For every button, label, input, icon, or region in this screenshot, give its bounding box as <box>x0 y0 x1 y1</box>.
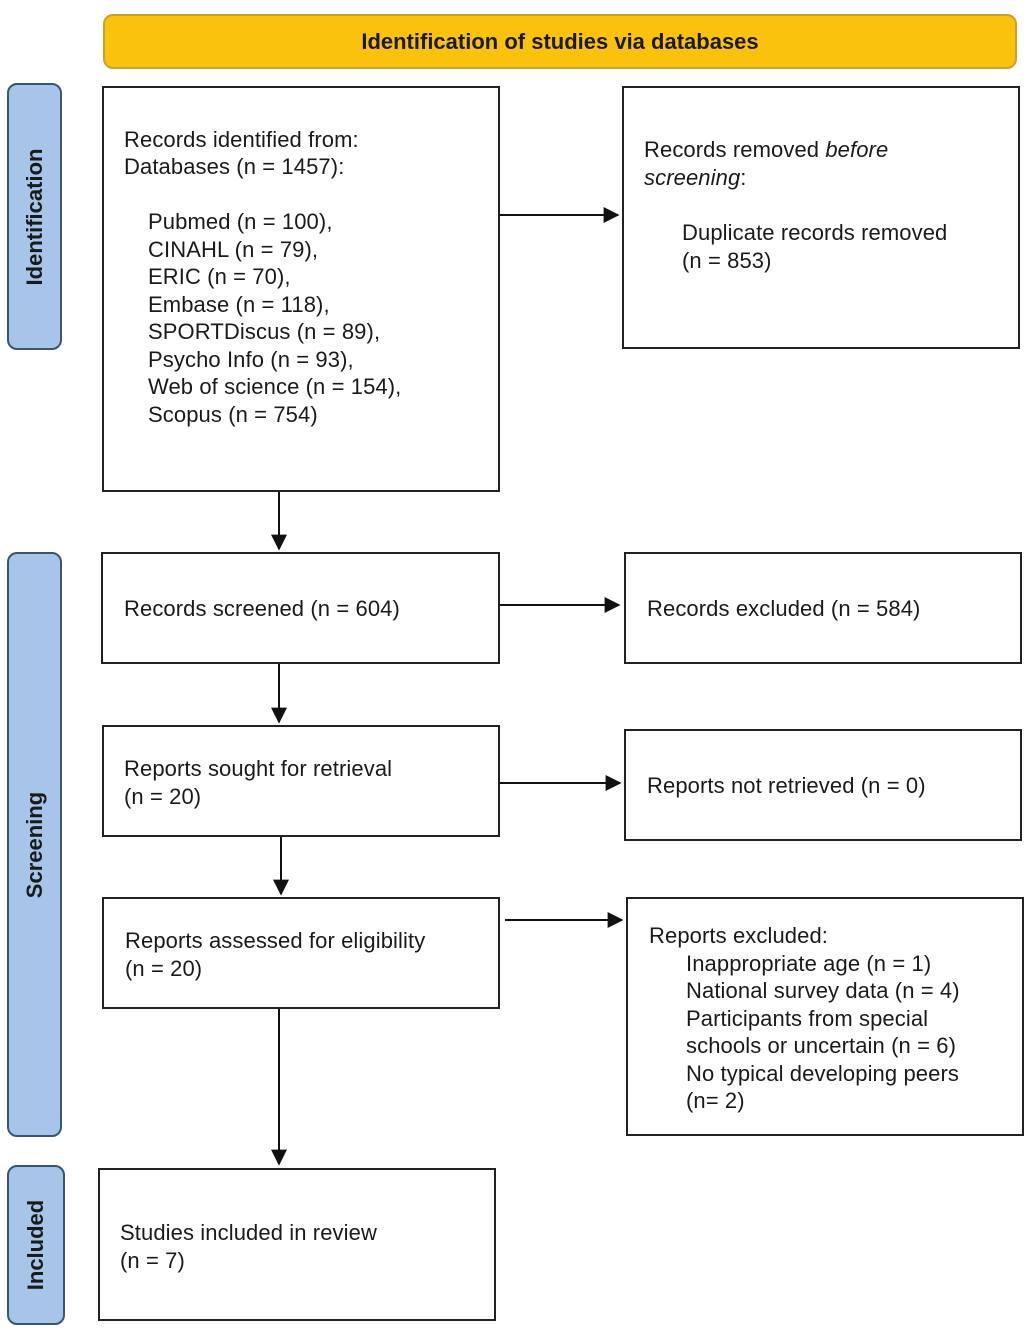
database-item: Pubmed (n = 100), <box>148 209 333 234</box>
records-removed-prefix: Records removed <box>644 137 826 162</box>
reports-sought-label: Reports sought for retrieval <box>124 756 393 781</box>
reports-excluded-title: Reports excluded: <box>649 923 829 948</box>
records-removed-italic-screening: screening <box>644 165 741 190</box>
exclusion-reason: National survey data (n = 4) <box>686 978 960 1003</box>
database-item: SPORTDiscus (n = 89), <box>148 319 381 344</box>
phase-screening: Screening <box>7 552 62 1137</box>
database-item: ERIC (n = 70), <box>148 264 291 289</box>
database-item: Web of science (n = 154), <box>148 374 402 399</box>
studies-included-label: Studies included in review <box>120 1220 377 1245</box>
reports-not-retrieved-label: Reports not retrieved (n = 0) <box>647 773 926 798</box>
records-screened-label: Records screened (n = 604) <box>124 596 400 621</box>
reports-sought-count: (n = 20) <box>124 784 202 809</box>
database-item: Scopus (n = 754) <box>148 401 318 427</box>
exclusion-reason: (n= 2) <box>686 1088 745 1113</box>
studies-included-count: (n = 7) <box>120 1248 185 1273</box>
reports-sought-box: Reports sought for retrieval (n = 20) <box>102 725 500 837</box>
records-removed-colon: : <box>740 165 747 190</box>
records-identified-box: Records identified from: Databases (n = … <box>102 86 500 492</box>
records-removed-box: Records removed before screening: Duplic… <box>622 86 1020 349</box>
records-identified-databases-total: Databases (n = 1457): <box>124 154 345 179</box>
duplicate-records-label: Duplicate records removed <box>682 220 948 245</box>
records-removed-italic-before: before <box>825 137 889 162</box>
records-removed-title: Records removed before <box>644 136 888 164</box>
records-screened-box: Records screened (n = 604) <box>101 552 500 664</box>
exclusion-reason: schools or uncertain (n = 6) <box>686 1033 956 1058</box>
reports-assessed-count: (n = 20) <box>125 956 203 981</box>
studies-included-box: Studies included in review (n = 7) <box>98 1168 496 1321</box>
database-item: CINAHL (n = 79), <box>148 236 319 262</box>
database-item: Psycho Info (n = 93), <box>148 346 354 372</box>
database-item: Embase (n = 118), <box>148 291 330 317</box>
duplicate-records-count: (n = 853) <box>682 248 772 273</box>
records-excluded-label: Records excluded (n = 584) <box>647 596 921 621</box>
exclusion-reason: Participants from special <box>686 1005 929 1031</box>
exclusion-reason: Inappropriate age (n = 1) <box>686 950 932 976</box>
records-excluded-box: Records excluded (n = 584) <box>624 552 1022 664</box>
reports-not-retrieved-box: Reports not retrieved (n = 0) <box>624 729 1022 841</box>
phase-identification: Identification <box>7 83 62 350</box>
header-identification-databases: Identification of studies via databases <box>103 14 1017 69</box>
records-removed-title-line2: screening: <box>644 164 747 192</box>
phase-included: Included <box>7 1165 65 1325</box>
reports-assessed-box: Reports assessed for eligibility (n = 20… <box>102 897 500 1009</box>
reports-assessed-label: Reports assessed for eligibility <box>125 928 426 953</box>
exclusion-reason: No typical developing peers <box>686 1060 959 1086</box>
records-identified-title: Records identified from: <box>124 127 359 152</box>
reports-excluded-box: Reports excluded: Inappropriate age (n =… <box>626 897 1024 1136</box>
